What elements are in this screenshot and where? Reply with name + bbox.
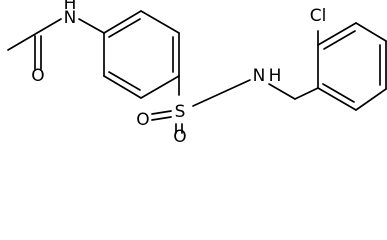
bond-methylene-ring [294, 87, 319, 100]
bond-chlorophenyl-e [355, 88, 387, 111]
bond-chlorophenyl-b [317, 22, 357, 46]
bond-ring-a-inner [108, 18, 141, 38]
molecule-structure: H N O S O O N H Cl [7, 0, 387, 142]
bond-nitrogen-methylene [268, 83, 296, 100]
bond-sulfur-nitrogen [192, 79, 251, 107]
bond-chlorophenyl-b-inner [323, 30, 356, 50]
bond-methyl-carbonyl [7, 32, 38, 51]
chlorine-label: Cl [310, 6, 327, 26]
bond-chlorophenyl-c [355, 22, 387, 42]
sulfonyl-o-bottom-label: O [173, 127, 186, 142]
sulfonamide-h-label: H [269, 66, 282, 86]
bond-sulfur-oxygen-top-a [151, 110, 172, 115]
bond-ring-b [140, 10, 180, 34]
bond-chlorophenyl-f-inner [322, 83, 355, 103]
bond-ring-e-inner [108, 71, 141, 91]
bond-nitrogen-ring [78, 18, 105, 34]
sulfonamide-n-label: N [253, 66, 266, 86]
bond-ring-e [103, 75, 142, 99]
bond-ring-a [103, 10, 142, 34]
bond-carbonyl-nitrogen [36, 18, 62, 34]
sulfur-label: S [175, 102, 186, 122]
carbonyl-o-label: O [31, 66, 44, 86]
acetamide-h-label: H [64, 0, 77, 14]
bond-ring-d [140, 75, 180, 99]
bond-chlorophenyl-f [317, 87, 357, 111]
sulfonyl-o-top-label: O [136, 110, 149, 130]
acetamide-n-label: N [64, 8, 77, 28]
bond-sulfur-oxygen-top-b [151, 116, 172, 121]
